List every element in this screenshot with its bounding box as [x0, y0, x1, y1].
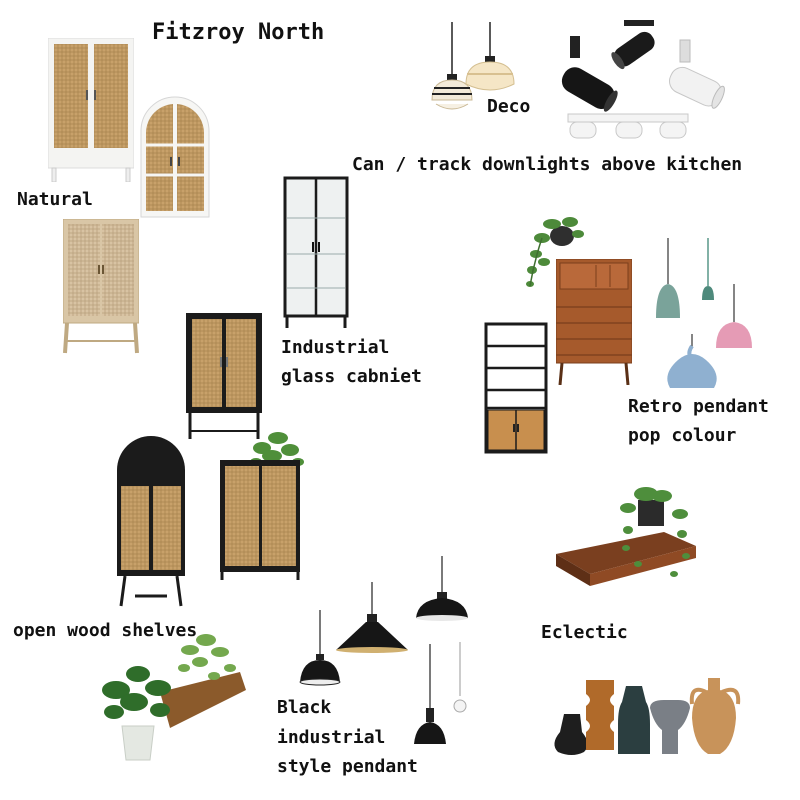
plants-and-wood-shelf-image [96, 610, 248, 762]
teak-bureau-image [556, 259, 632, 385]
board-title: Fitzroy North [152, 20, 325, 45]
black-rattan-cabinet-image [186, 313, 262, 441]
label-retro-line2: pop colour [628, 425, 737, 446]
label-natural: Natural [17, 189, 93, 210]
label-black-line1: Black [277, 697, 332, 718]
label-industrial-line1: Industrial [281, 337, 390, 358]
label-deco: Deco [487, 96, 531, 117]
oval-rattan-cabinet-image [115, 436, 187, 608]
rattan-cabinet-with-plant-image [218, 426, 308, 580]
label-shelves: open wood shelves [13, 620, 198, 641]
label-retro-line1: Retro pendant [628, 396, 769, 417]
label-black-line3: style pendant [277, 756, 418, 777]
label-black-line2: industrial [277, 727, 386, 748]
white-rattan-cabinet-image [48, 38, 134, 182]
black-bookcase-image [484, 322, 548, 454]
label-industrial-line2: glass cabniet [281, 366, 422, 387]
track-downlights-image [556, 18, 726, 156]
arched-rattan-cabinet-image [139, 95, 211, 219]
deco-pendant-lights-image [426, 22, 518, 122]
floating-shelf-with-plant-image [554, 484, 700, 590]
eclectic-vases-image [550, 674, 750, 758]
natural-rattan-cabinet-image [63, 219, 139, 355]
hanging-plant-image [522, 212, 586, 292]
retro-pendant-lights-image [648, 238, 758, 402]
black-industrial-pendants-image [298, 556, 474, 750]
label-downlights: Can / track downlights above kitchen [352, 154, 743, 175]
industrial-glass-cabinet-image [283, 176, 349, 328]
label-eclectic: Eclectic [541, 622, 628, 643]
